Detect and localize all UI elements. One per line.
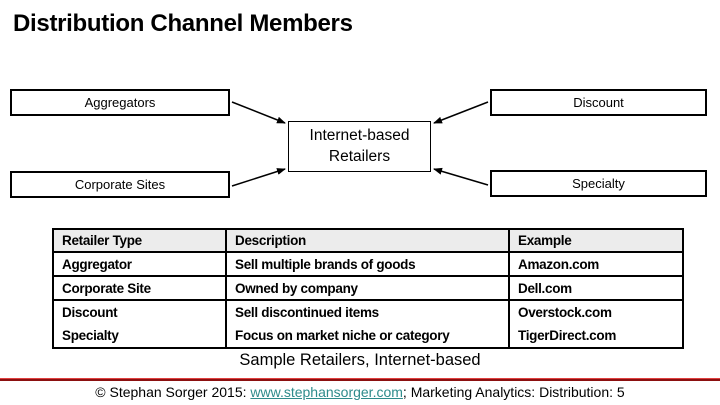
table-header-row: Retailer Type Description Example [52, 228, 684, 253]
footer-course-text: ; Marketing Analytics: Distribution: 5 [402, 384, 625, 400]
table-cell: TigerDirect.com [508, 324, 684, 348]
diagram-box-specialty-label: Specialty [572, 176, 625, 191]
retailer-table: Retailer Type Description Example Aggreg… [52, 228, 684, 349]
table-cell: Focus on market niche or category [225, 324, 510, 348]
footer-copyright-text: © Stephan Sorger 2015: [95, 384, 251, 400]
slide-title: Distribution Channel Members [13, 10, 353, 37]
table-cell: Dell.com [508, 276, 684, 301]
table-caption: Sample Retailers, Internet-based [239, 351, 481, 369]
diagram-box-specialty: Specialty [490, 170, 707, 197]
table-cell: Specialty [52, 324, 227, 348]
diagram-box-center: Internet-based Retailers [288, 121, 431, 172]
table-cell: Amazon.com [508, 252, 684, 277]
diagram-box-corporate-sites-label: Corporate Sites [74, 177, 166, 192]
column-header-description: Description [225, 228, 510, 253]
diagram-box-discount: Discount [490, 89, 707, 116]
diagram-box-corporate-sites: Corporate Sites [10, 171, 230, 198]
column-header-retailer-type: Retailer Type [52, 228, 227, 253]
arrow-specialty-to-center [433, 167, 489, 186]
table-cell: Overstock.com [508, 300, 684, 324]
arrow-corporate-to-center [231, 168, 286, 187]
footer: © Stephan Sorger 2015: www.stephansorger… [0, 384, 720, 400]
table-cell: Sell multiple brands of goods [225, 252, 510, 277]
footer-link[interactable]: www.stephansorger.com [250, 384, 403, 400]
table-cell: Aggregator [52, 252, 227, 277]
diagram-box-aggregators-label: Aggregators [84, 95, 156, 110]
table-cell: Sell discontinued items [225, 300, 510, 324]
diagram-box-aggregators: Aggregators [10, 89, 230, 116]
table-cell: Owned by company [225, 276, 510, 301]
column-header-example: Example [508, 228, 684, 253]
arrow-aggregators-to-center [231, 101, 286, 124]
diagram-box-discount-label: Discount [573, 95, 624, 110]
diagram-box-center-label: Internet-based Retailers [309, 126, 410, 165]
table-cell: Discount [52, 300, 227, 324]
table-cell: Corporate Site [52, 276, 227, 301]
footer-divider [0, 378, 720, 381]
arrow-discount-to-center [433, 101, 489, 124]
